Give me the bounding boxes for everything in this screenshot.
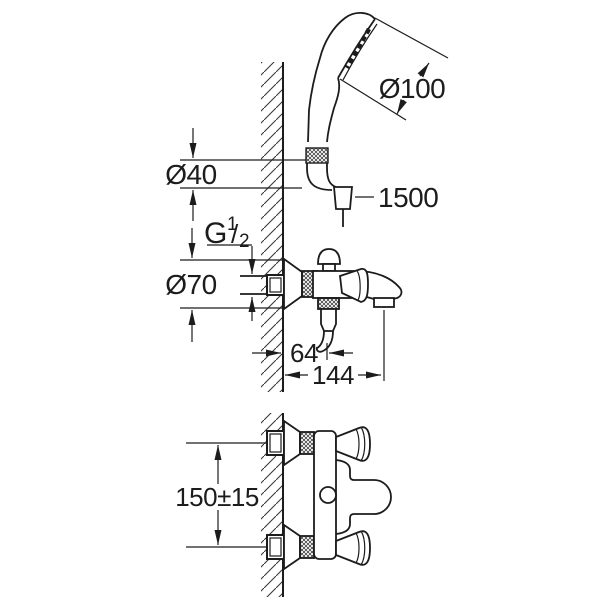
hose-union-nut: [317, 297, 340, 310]
thread-slash: /: [231, 219, 239, 249]
mixer-side-view: [240, 248, 403, 353]
dim-label-spout-reach: 144: [312, 360, 354, 390]
dim-label-escutcheon-diameter: Ø70: [165, 269, 216, 300]
hand-shower: [305, 11, 378, 191]
hose-curve: [315, 330, 334, 353]
hose-adapter: [320, 308, 337, 332]
thread-numerator: 1: [227, 214, 237, 235]
body-screw-circle: [319, 486, 337, 504]
spout-front: [335, 459, 392, 535]
dim-label-head-diameter: Ø100: [379, 73, 446, 104]
dim-label-thread-size: G 1 / 2: [204, 214, 250, 252]
dimensions-bottom: [186, 442, 266, 548]
wall-section-top: [261, 62, 284, 392]
ext-lines-connection-centers: [186, 442, 266, 548]
spout-side: [355, 270, 403, 300]
dim-label-spout-offset: 64: [290, 338, 318, 368]
thread-g: G: [204, 217, 227, 250]
grip-knurl-band: [305, 147, 329, 164]
supply-pipe-lines: [240, 275, 267, 295]
diverter-knob: [317, 248, 341, 265]
ext-lines-escutcheon: [180, 259, 284, 309]
shower-face-edge: [337, 18, 376, 79]
aerator: [373, 297, 395, 308]
mixer-front-view: [266, 419, 392, 571]
dimensions-top: [180, 17, 449, 381]
ext-line-head-top: [374, 17, 449, 59]
dim-label-hose-length: 1500: [378, 182, 438, 213]
ext-line-head-bottom: [339, 78, 407, 121]
spray-plate-detail: [345, 27, 371, 70]
thread-denominator: 2: [239, 231, 249, 252]
ext-lines-holder: [180, 159, 306, 189]
union-nut-bottom-front: [299, 535, 315, 559]
union-nut-top-front: [299, 431, 315, 455]
dim-label-connection-centers: 150±15: [175, 482, 259, 512]
dim-label-holder-diameter: Ø40: [165, 159, 216, 190]
handle-side: [339, 268, 369, 303]
shower-hose-connector: [333, 186, 353, 227]
